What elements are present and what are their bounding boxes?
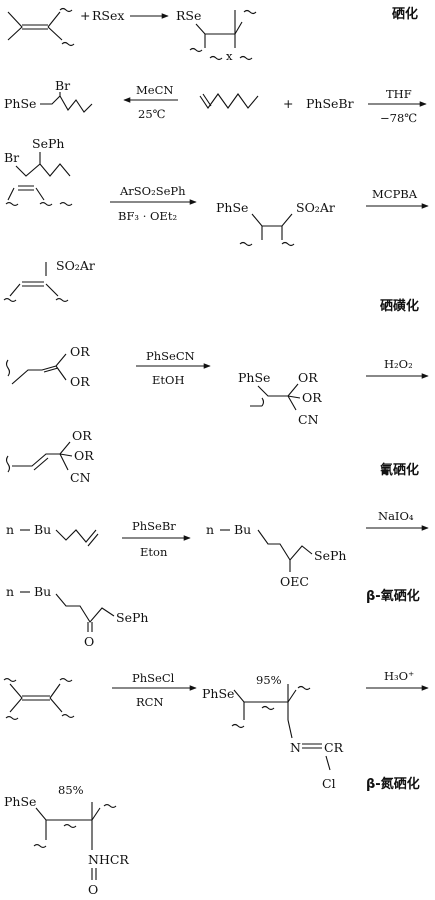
reagent-phsebr-5: PhSeBr [132, 519, 176, 533]
prod4-or1: OR [72, 428, 92, 443]
solvent-thf: THF [386, 87, 412, 101]
reagent-rcn: RCN [136, 695, 164, 709]
label-selenosulfonation: 硒磺化 [380, 298, 419, 314]
label-selenation: 硒化 [392, 6, 418, 22]
prod6-nhcr: NHCR [88, 852, 129, 867]
solvent-mecn: MeCN [136, 83, 173, 97]
hexene-double-bond [202, 93, 212, 107]
hexene [199, 93, 259, 109]
ketone-product: n Bu SePh O [6, 584, 148, 649]
prod5-n: n [6, 584, 14, 599]
cyanohydrin-product: OR OR CN [5, 428, 94, 485]
selenide-product-1: RSe x [176, 8, 257, 63]
oxidant-mcpba: MCPBA [372, 187, 418, 201]
int6-phse: PhSe [202, 686, 234, 701]
sm4-or2: OR [70, 374, 90, 389]
prod6-o: O [88, 882, 98, 897]
int6-n: N [290, 740, 301, 755]
x-label: x [226, 49, 233, 63]
int5-n: n [206, 522, 214, 537]
amide-product: PhSe 85% NHCR O [4, 783, 129, 897]
bromo-seph-structure: Br SePh [4, 136, 73, 207]
plus-sign: + [80, 8, 90, 23]
section-selenation: + RSex RSe x 硒化 [7, 6, 418, 63]
int4-or2: OR [302, 390, 322, 405]
label-beta-azaselenation: β-氮硒化 [366, 776, 420, 792]
int6-cl: Cl [322, 776, 336, 791]
alkene-sm-5: n Bu [6, 522, 99, 547]
product-phse: PhSe [4, 96, 36, 111]
alkene-1 [7, 7, 75, 47]
sm5-bu: Bu [34, 522, 51, 537]
int6-yield: 95% [256, 673, 282, 687]
product-br: Br [55, 78, 70, 93]
bromoselenide-product: PhSe Br [4, 78, 93, 113]
prod6-yield: 85% [58, 783, 84, 797]
reagent-bf3: BF₃ · OEt₂ [118, 209, 177, 223]
sm4-or1: OR [70, 344, 90, 359]
selenosulfone-intermediate: PhSe SO₂Ar [216, 200, 335, 247]
label-cyanoselenation: 氰硒化 [380, 462, 419, 478]
int4-phse: PhSe [238, 370, 270, 385]
reagent-phsecl: PhSeCl [132, 671, 175, 685]
label-beta-oxyselenation: β-氧硒化 [366, 588, 420, 604]
sm5-n: n [6, 522, 14, 537]
int4-cn: CN [298, 412, 319, 427]
reagent-phsecn: PhSeCN [146, 349, 195, 363]
prod3-so2ar: SO₂Ar [56, 258, 95, 273]
imidoyl-chloride-intermediate: PhSe 95% N CR Cl [202, 673, 344, 791]
int5-bu: Bu [234, 522, 251, 537]
int3-phse: PhSe [216, 200, 248, 215]
reagent-h3o: H₃O⁺ [384, 669, 414, 683]
section-cyanoselenation: OR OR PhSeCN EtOH PhSe OR OR CN H₂O₂ OR … [5, 344, 429, 485]
oxidant-h2o2: H₂O₂ [384, 357, 413, 371]
oxidant-naio4: NaIO₄ [378, 509, 414, 523]
prod4-cn: CN [70, 470, 91, 485]
prod6-phse: PhSe [4, 794, 36, 809]
int6-cr: CR [324, 740, 344, 755]
int5-oec: OEC [280, 574, 309, 589]
section-selenosulfonation: Br SePh ArSO₂SePh BF₃ · OEt₂ PhSe SO₂Ar … [3, 136, 429, 314]
reagent-phsebr: PhSeBr [306, 96, 354, 111]
alkene-sm-6 [3, 677, 75, 721]
prod4-or2: OR [74, 448, 94, 463]
prod5-seph: SePh [116, 610, 148, 625]
sm-br: Br [4, 150, 19, 165]
oxyselenide-intermediate: n Bu SePh OEC [206, 522, 346, 589]
reagent-arso2seph: ArSO₂SePh [119, 184, 186, 198]
sm-seph: SePh [32, 136, 64, 151]
section-beta-azaselenation: PhSeCl RCN PhSe 95% N CR Cl H₃O⁺ PhSe 85… [3, 669, 429, 897]
int3-so2ar: SO₂Ar [296, 200, 335, 215]
ketene-acetal-sm: OR OR [5, 344, 90, 389]
temp-25c: 25℃ [138, 107, 166, 121]
int4-or1: OR [298, 370, 318, 385]
temp-minus78: −78℃ [380, 111, 417, 125]
solvent-eton: Eton [140, 545, 168, 559]
section-bromoselenation: PhSe Br MeCN 25℃ + PhSeBr THF −78℃ [4, 78, 427, 125]
vinyl-sulfone-product: SO₂Ar [3, 258, 95, 303]
cyanoselenide-intermediate: PhSe OR OR CN [238, 370, 322, 427]
prod5-bu: Bu [34, 584, 51, 599]
prod5-o: O [84, 634, 94, 649]
solvent-etoh: EtOH [152, 373, 184, 387]
section-beta-oxyselenation: n Bu PhSeBr Eton n Bu SePh OEC NaIO₄ n B… [6, 509, 429, 649]
plus-sign-2: + [283, 96, 293, 111]
int5-seph: SePh [314, 548, 346, 563]
reagent-rsex: RSex [92, 8, 124, 23]
product-rse: RSe [176, 8, 201, 23]
